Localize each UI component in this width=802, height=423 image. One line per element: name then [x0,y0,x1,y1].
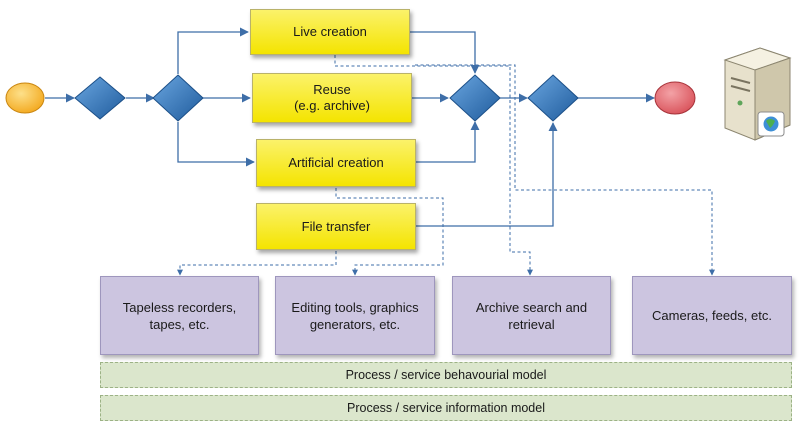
process-label: Reuse [313,82,351,97]
resource-label: Tapeless recorders, [122,299,237,315]
resource-label: generators, etc. [309,316,401,332]
resource-cameras-feeds[interactable]: Cameras, feeds, etc. [632,276,792,355]
assoc-artificial-to-editing [335,188,444,276]
gateway-diamond-icon [527,74,579,122]
flow-gateway2-to-artificial [177,122,255,167]
process-live-creation[interactable]: Live creation [250,9,410,55]
information-model-bar: Process / service information model [100,395,792,421]
process-artificial-creation[interactable]: Artificial creation [256,139,416,187]
flow-live-to-merge [410,31,480,74]
flow-filetransfer-to-gateway4 [416,122,558,227]
model-label: Process / service behavourial model [345,368,547,382]
process-label: Live creation [293,24,367,39]
resource-label: retrieval [508,316,555,332]
end-event-icon [654,81,696,115]
server-computer-icon [723,47,792,141]
process-file-transfer[interactable]: File transfer [256,203,416,250]
resource-tapeless-recorders[interactable]: Tapeless recorders, tapes, etc. [100,276,259,355]
assoc-to-cameras [415,64,715,276]
resource-label: tapes, etc. [149,316,210,332]
flow-gateway2-to-live [177,27,249,74]
start-event-icon [5,82,45,114]
resource-label: Editing tools, graphics [291,299,419,315]
assoc-filetransfer-to-tapeless [177,251,337,276]
flow-artificial-to-merge [416,121,480,163]
gateway-diamond-icon [449,74,501,122]
resource-editing-tools[interactable]: Editing tools, graphics generators, etc. [275,276,435,355]
process-label: File transfer [301,218,371,234]
process-label: (e.g. archive) [294,98,370,113]
process-reuse[interactable]: Reuse (e.g. archive) [252,73,412,123]
behavioural-model-bar: Process / service behavourial model [100,362,792,388]
gateway-diamond-icon [74,76,126,120]
resource-label: Archive search and [475,299,588,315]
resource-label: Cameras, feeds, etc. [652,308,772,323]
model-label: Process / service information model [347,401,545,415]
process-label: Artificial creation [288,155,384,170]
gateway-diamond-icon [152,74,204,122]
resource-archive-search[interactable]: Archive search and retrieval [452,276,611,355]
